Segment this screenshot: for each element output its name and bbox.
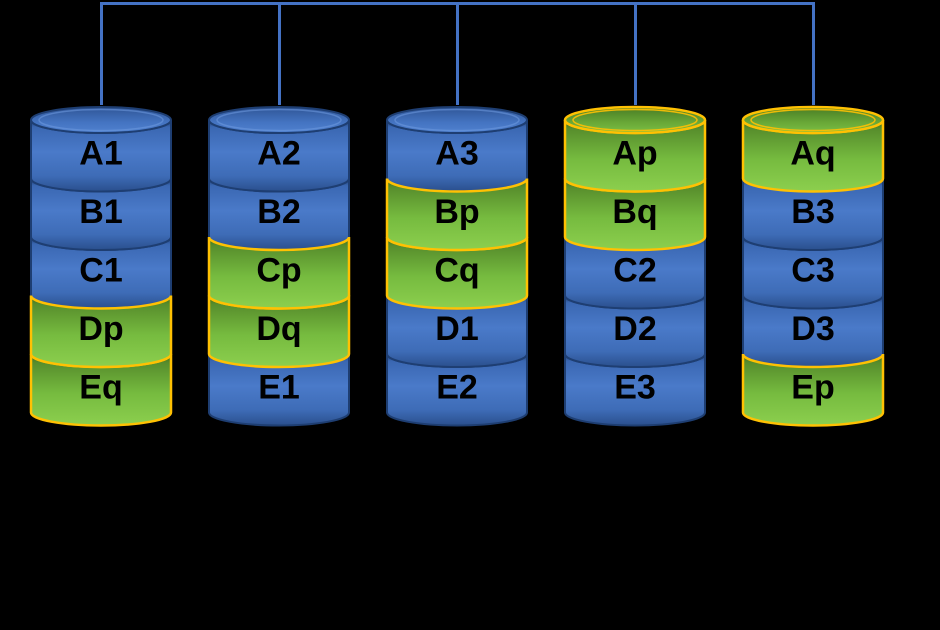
disk-block-label: A2 — [257, 134, 300, 172]
disk-lid-inner-rim — [572, 108, 698, 132]
disk-block-label: B3 — [791, 193, 834, 231]
bus-line-vertical-disk-2 — [277, 2, 281, 105]
bus-line-vertical-disk-1 — [99, 2, 103, 105]
disk-block-label: Ep — [791, 368, 834, 406]
disk-block-label: C2 — [613, 251, 656, 289]
disk-lid — [563, 105, 707, 135]
disk-block-Bp — [385, 178, 529, 252]
disk-lid-inner-rim — [394, 108, 520, 132]
disk-block-label: Dp — [78, 310, 123, 348]
disk-block-label: B1 — [79, 193, 122, 231]
disk-block-label: Cp — [256, 251, 301, 289]
disk-lid — [30, 106, 172, 134]
disk-block-label: A3 — [435, 134, 478, 172]
disk-block-label: Ap — [612, 134, 657, 172]
disk-lid — [386, 106, 528, 134]
disk-block-label: C1 — [79, 251, 122, 289]
disk-block-Cp — [207, 236, 351, 310]
disk-block-label: Bq — [612, 193, 657, 231]
disk-block-label: Bp — [434, 193, 479, 231]
disk-lid — [741, 105, 885, 135]
disk-block-Dp — [29, 295, 173, 369]
bus-line-vertical-disk-5 — [811, 2, 815, 105]
disk-block-label: E1 — [258, 368, 300, 406]
disk-block-label: Dq — [256, 310, 301, 348]
disk-block-label: A1 — [79, 134, 122, 172]
disk-block-label: D2 — [613, 310, 656, 348]
disk-block-label: D3 — [791, 310, 834, 348]
disk-block-Ep — [741, 353, 885, 427]
bus-line-vertical-disk-4 — [633, 2, 637, 105]
disk-lid — [208, 106, 350, 134]
disk-block-label: E2 — [436, 368, 478, 406]
disk-lid-inner-rim — [216, 108, 342, 132]
disk-block-label: Cq — [434, 251, 479, 289]
disk-lid-inner-rim — [38, 108, 164, 132]
disk-block-label: Eq — [79, 368, 122, 406]
bus-line-vertical-disk-3 — [455, 2, 459, 105]
disk-block-label: B2 — [257, 193, 300, 231]
disk-block-label: Aq — [790, 134, 835, 172]
disk-block-label: C3 — [791, 251, 834, 289]
disk-block-label: E3 — [614, 368, 656, 406]
disk-block-label: D1 — [435, 310, 478, 348]
disk-lid-inner-rim — [750, 108, 876, 132]
